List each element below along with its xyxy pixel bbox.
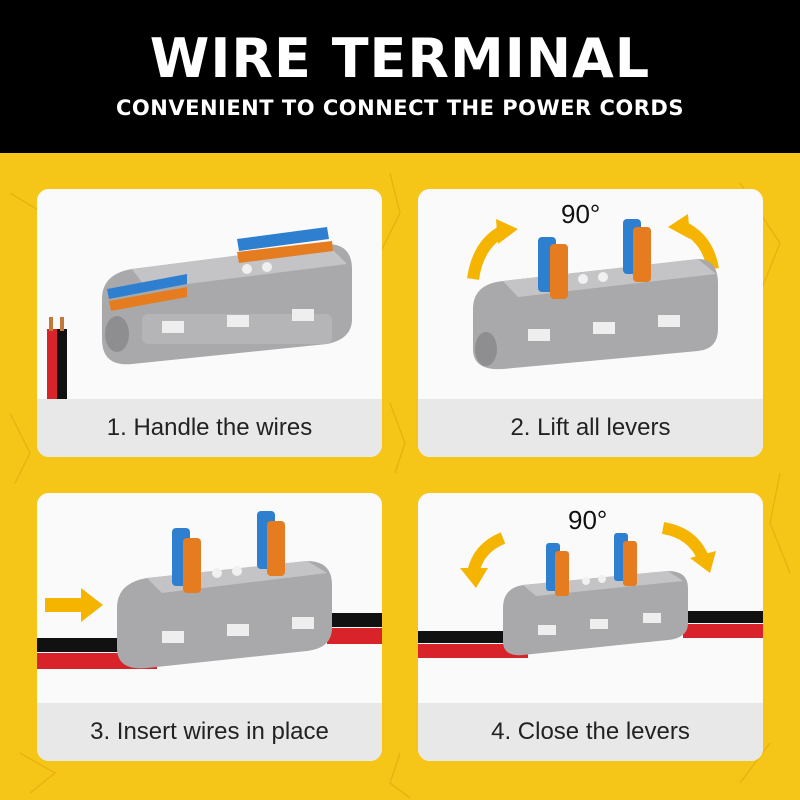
curved-arrow-left-icon — [460, 532, 506, 588]
step-4-caption: 4. Close the levers — [418, 703, 763, 761]
step-card-4: 90° 4. Close the levers — [418, 493, 763, 761]
step-2-caption: 2. Lift all levers — [418, 399, 763, 457]
connector-icon — [117, 511, 332, 669]
connector-icon — [473, 219, 718, 370]
step-2-angle-label: 90° — [561, 199, 601, 229]
connector-icon — [503, 533, 688, 656]
step-4-angle-label: 90° — [568, 505, 608, 535]
step-card-2: 90° 2. Lift all levers — [418, 189, 763, 457]
curved-arrow-left-icon — [467, 219, 518, 281]
page-title: WIRE TERMINAL — [149, 27, 651, 90]
wire-icon — [47, 317, 67, 399]
header-banner: WIRE TERMINAL CONVENIENT TO CONNECT THE … — [0, 0, 800, 153]
step-card-1: 1. Handle the wires — [37, 189, 382, 457]
step-3-image — [37, 493, 382, 703]
step-2-image — [418, 189, 763, 399]
step-card-3: 3. Insert wires in place — [37, 493, 382, 761]
arrow-right-icon — [45, 588, 103, 622]
curved-arrow-right-icon — [661, 522, 716, 573]
connector-icon — [102, 227, 352, 365]
step-1-caption: 1. Handle the wires — [37, 399, 382, 457]
step-1-image — [37, 189, 382, 399]
page-subtitle: CONVENIENT TO CONNECT THE POWER CORDS — [116, 96, 684, 120]
step-3-caption: 3. Insert wires in place — [37, 703, 382, 761]
wire-icon — [418, 611, 763, 658]
step-4-image — [418, 493, 763, 703]
